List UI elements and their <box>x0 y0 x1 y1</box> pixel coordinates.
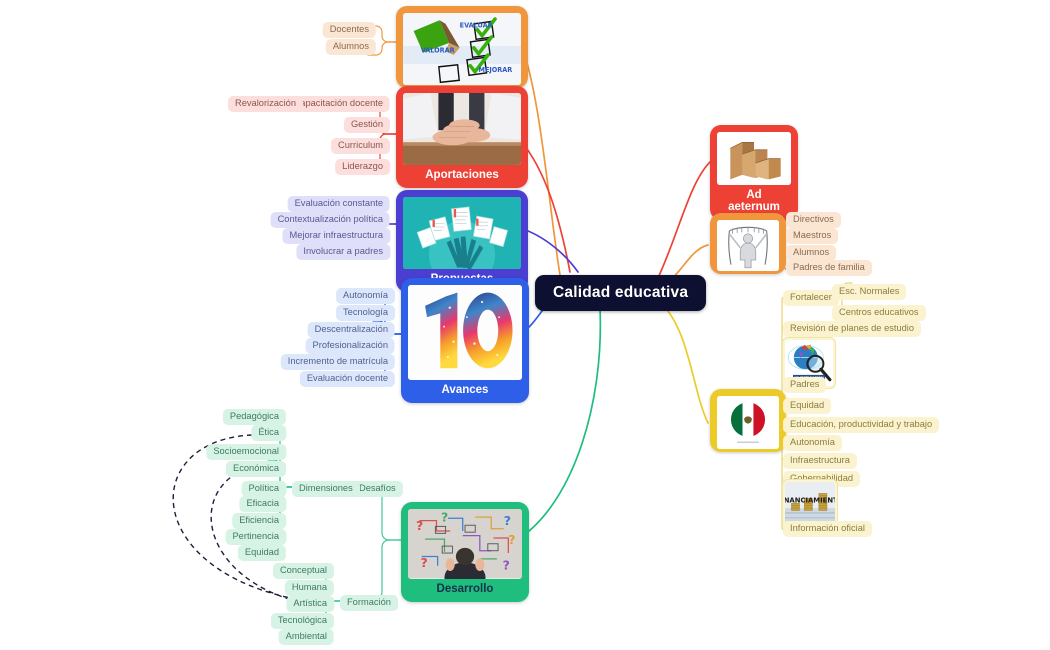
actores-image <box>717 220 779 271</box>
leaf-equidad[interactable]: Equidad <box>783 398 832 414</box>
node-dimensiones[interactable]: Dimensiones <box>292 481 360 497</box>
evaluar-image: EVALUAR VALORAR MEJORAR <box>403 13 521 85</box>
leaf-alumnos-actores[interactable]: Alumnos <box>786 245 837 261</box>
svg-text:?: ? <box>441 510 448 525</box>
leaf-eficiencia[interactable]: Eficiencia <box>232 513 286 529</box>
leaf-autonomia[interactable]: Autonomía <box>336 288 395 304</box>
leaf-maestros[interactable]: Maestros <box>786 228 839 244</box>
svg-text:?: ? <box>416 518 423 533</box>
node-actores[interactable] <box>710 213 786 274</box>
svg-text:FINANCIAMIENTO: FINANCIAMIENTO <box>785 496 835 504</box>
leaf-tecnologica[interactable]: Tecnológica <box>270 613 334 629</box>
svg-text:?: ? <box>503 557 510 572</box>
leaf-eficacia[interactable]: Eficacia <box>239 496 286 512</box>
leaf-fortalecer[interactable]: Fortalecer <box>783 290 839 306</box>
svg-text:?: ? <box>508 532 515 547</box>
node-formacion[interactable]: Formación <box>340 595 398 611</box>
mexico-flag-image <box>717 396 779 450</box>
propuestas-image <box>403 197 521 269</box>
leaf-directivos[interactable]: Directivos <box>786 212 841 228</box>
leaf-centros-educativos[interactable]: Centros educativos <box>832 305 926 321</box>
node-evaluar[interactable]: EVALUAR VALORAR MEJORAR <box>396 6 528 88</box>
node-ad-aeternum[interactable]: Ad aeternum <box>710 125 798 221</box>
central-node[interactable]: Calidad educativa <box>535 275 707 311</box>
leaf-padres[interactable]: Padres <box>783 377 827 393</box>
leaf-padres-de-familia[interactable]: Padres de familia <box>786 260 872 276</box>
avances-image <box>408 285 522 380</box>
leaf-profesionalizacion[interactable]: Profesionalización <box>305 338 395 354</box>
leaf-descentralizacion[interactable]: Descentralización <box>307 322 395 338</box>
leaf-humana[interactable]: Humana <box>284 580 334 596</box>
node-desafios[interactable]: Desafíos <box>352 481 403 497</box>
leaf-informacion-oficial[interactable]: Información oficial <box>783 521 872 537</box>
leaf-tecnologia[interactable]: Tecnología <box>336 305 395 321</box>
ad-aeternum-image <box>717 132 791 186</box>
svg-text:?: ? <box>421 555 428 570</box>
avances-label: Avances <box>441 383 489 396</box>
leaf-ambiental[interactable]: Ambiental <box>278 629 334 645</box>
leaf-pertinencia[interactable]: Pertinencia <box>225 529 286 545</box>
leaf-infraestructura[interactable]: Infraestructura <box>783 453 857 469</box>
node-financiamiento[interactable]: FINANCIAMIENTO <box>782 479 838 529</box>
leaf-mejorar-infraestructura[interactable]: Mejorar infraestructura <box>282 228 390 244</box>
node-desarrollo[interactable]: ? ? ? ? ? ? Desarrollo <box>401 502 529 603</box>
leaf-educacion-productividad[interactable]: Educación, productividad y trabajo <box>783 417 940 433</box>
node-propuestas[interactable]: Propuestas <box>396 190 528 293</box>
leaf-involucrar-a-padres[interactable]: Involucrar a padres <box>296 244 390 260</box>
node-avances[interactable]: Avances <box>401 278 529 404</box>
leaf-evaluacion-constante[interactable]: Evaluación constante <box>287 196 390 212</box>
svg-text:?: ? <box>504 513 511 528</box>
desarrollo-label: Desarrollo <box>436 582 494 595</box>
leaf-revalorizacion[interactable]: Revalorización <box>228 96 303 112</box>
desarrollo-image: ? ? ? ? ? ? <box>408 509 522 579</box>
leaf-gestion[interactable]: Gestión <box>343 117 390 133</box>
leaf-artistica[interactable]: Artística <box>286 596 334 612</box>
leaf-contextualizacion-politica[interactable]: Contextualización política <box>270 212 390 228</box>
leaf-incremento-de-matricula[interactable]: Incremento de matrícula <box>280 354 395 370</box>
node-aportaciones[interactable]: Aportaciones <box>396 86 528 189</box>
leaf-etica[interactable]: Ética <box>251 425 286 441</box>
leaf-politica[interactable]: Política <box>241 481 286 497</box>
leaf-autonomia-mx[interactable]: Autonomía <box>783 435 842 451</box>
svg-text:EVALUAR: EVALUAR <box>460 21 493 29</box>
node-mexico[interactable] <box>710 389 786 453</box>
svg-text:MEJORAR: MEJORAR <box>479 66 513 74</box>
leaf-curriculum[interactable]: Curriculum <box>331 138 390 154</box>
aportaciones-label: Aportaciones <box>425 168 499 181</box>
aportaciones-image <box>403 93 521 165</box>
leaf-socioemocional[interactable]: Socioemocional <box>206 444 286 460</box>
ad-aeternum-label: Ad aeternum <box>728 189 780 213</box>
financiamiento-image: FINANCIAMIENTO <box>785 482 835 526</box>
leaf-equidad-dim[interactable]: Equidad <box>237 545 286 561</box>
leaf-esc-normales[interactable]: Esc. Normales <box>832 284 907 300</box>
leaf-evaluacion-docente[interactable]: Evaluación docente <box>299 371 395 387</box>
leaf-docentes[interactable]: Docentes <box>322 22 376 38</box>
leaf-conceptual[interactable]: Conceptual <box>272 563 334 579</box>
leaf-pedagogica[interactable]: Pedagógica <box>222 409 286 425</box>
leaf-economica[interactable]: Económica <box>226 461 286 477</box>
leaf-capacitacion-docente[interactable]: Capacitación docente <box>286 96 390 112</box>
leaf-revision-planes[interactable]: Revisión de planes de estudio <box>783 321 922 337</box>
leaf-alumnos[interactable]: Alumnos <box>325 39 376 55</box>
svg-text:VALORAR: VALORAR <box>421 47 455 55</box>
leaf-liderazgo[interactable]: Liderazgo <box>335 159 390 175</box>
